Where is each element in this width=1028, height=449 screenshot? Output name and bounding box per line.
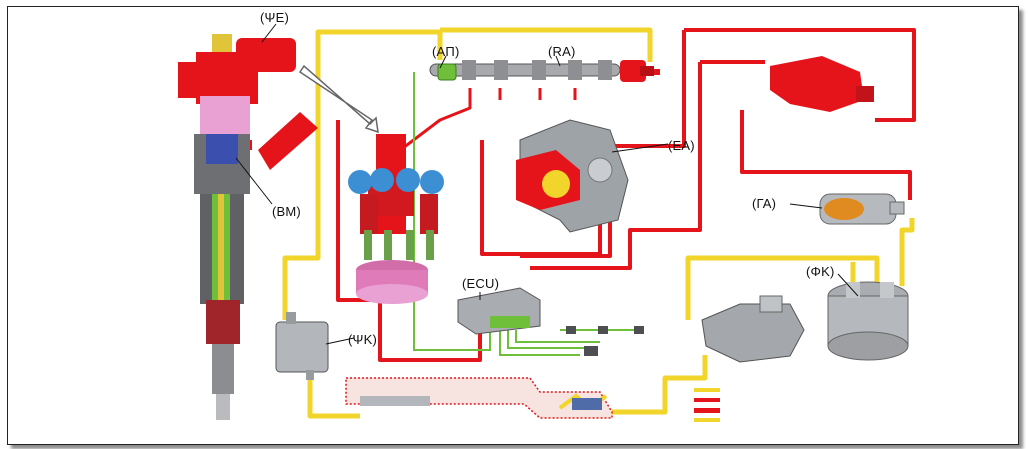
lift-pump [820, 194, 904, 224]
fuel-heater-block [702, 296, 804, 362]
label-ball-valve: (ΒΜ) [272, 204, 301, 219]
legend-return-swatch [694, 398, 720, 402]
label-pump: (ΕΑ) [668, 138, 695, 153]
label-lift-pump: (ΓΑ) [752, 196, 776, 211]
fuel-tank [346, 378, 612, 418]
label-pressure-sensor: (ΑΠ) [432, 44, 460, 59]
ecu-unit [458, 288, 540, 334]
legend-feed-swatch [694, 418, 720, 422]
label-fuel-cooler: (ΨΚ) [348, 332, 377, 347]
line-legend [694, 388, 720, 422]
return-manifold [770, 56, 874, 112]
engine-cylinder [348, 134, 444, 304]
fuel-cooler [276, 312, 328, 380]
label-ecu: (ECU) [462, 276, 499, 291]
common-rail [430, 60, 654, 82]
high-pressure-pump [516, 120, 628, 232]
legend-low-pressure-swatch [694, 388, 720, 392]
fuel-filter [828, 282, 908, 360]
label-solenoid-valve: (ΨΕ) [260, 10, 289, 25]
label-rail: (RA) [548, 44, 576, 59]
legend-high-pressure-swatch [694, 408, 720, 413]
label-fuel-filter: (ΦΚ) [806, 264, 835, 279]
